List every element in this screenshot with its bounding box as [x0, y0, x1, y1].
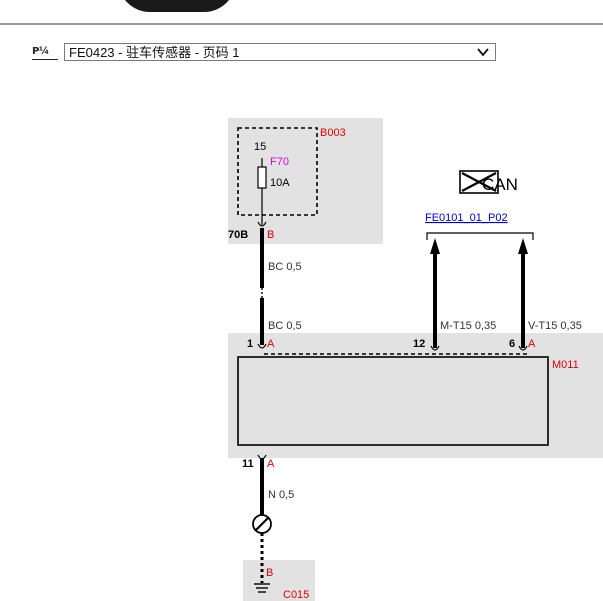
module-pin-1-label: 1: [247, 338, 253, 350]
module-conn-11-label: A: [267, 458, 275, 470]
module-id-label[interactable]: M011: [552, 359, 579, 371]
module-pin-11-label: 11: [242, 458, 254, 470]
ground-connector-label: B: [266, 567, 273, 579]
fuse-box-label: B003: [320, 127, 346, 139]
page-select-value: FE0423 - 驻车传感器 - 页码 1: [69, 45, 240, 60]
can-label: CAN: [482, 175, 518, 194]
arrow-up-icon: [430, 238, 440, 254]
module-m011-box[interactable]: [237, 356, 549, 446]
wire-mid-label: BC 0,5: [268, 320, 302, 332]
top-image-fragment: [118, 0, 236, 12]
page-selector-bar: P¼ FE0423 - 驻车传感器 - 页码 1: [32, 42, 496, 62]
chevron-down-icon[interactable]: [477, 46, 489, 58]
top-strip: [0, 0, 603, 24]
reference-link[interactable]: FE0101_01_P02: [425, 212, 508, 224]
reference-bracket: [426, 232, 534, 240]
fuse-bottom-pin-label: 70B: [228, 229, 248, 241]
fuse-box-area: [228, 118, 383, 244]
page-select-dropdown[interactable]: FE0423 - 驻车传感器 - 页码 1: [64, 43, 496, 61]
ground-id-label[interactable]: C015: [283, 589, 309, 601]
fuse-connector-label: B: [267, 229, 274, 241]
ground-area: [243, 560, 315, 601]
wire-ground-label: N 0,5: [268, 489, 294, 501]
module-conn-6-label: A: [528, 338, 536, 350]
fuse-symbol[interactable]: [257, 166, 267, 189]
wire-m-t15-label: M-T15 0,35: [440, 320, 496, 332]
wire-v-t15-label: V-T15 0,35: [528, 320, 582, 332]
fuse-pin-label: 15: [254, 141, 266, 153]
ground-icon: [254, 583, 270, 593]
page-icon[interactable]: P¼: [32, 45, 58, 60]
arrow-up-icon: [518, 238, 528, 254]
module-pin-12-label: 12: [413, 338, 425, 350]
fuse-id-label[interactable]: F70: [270, 156, 289, 168]
module-conn-1-label: A: [267, 338, 275, 350]
fuse-box-outline: [237, 127, 318, 216]
wire-top-label: BC 0,5: [268, 261, 302, 273]
fuse-rating-label: 10A: [270, 177, 290, 189]
module-pin-6-label: 6: [509, 338, 515, 350]
header-divider: [0, 23, 603, 25]
